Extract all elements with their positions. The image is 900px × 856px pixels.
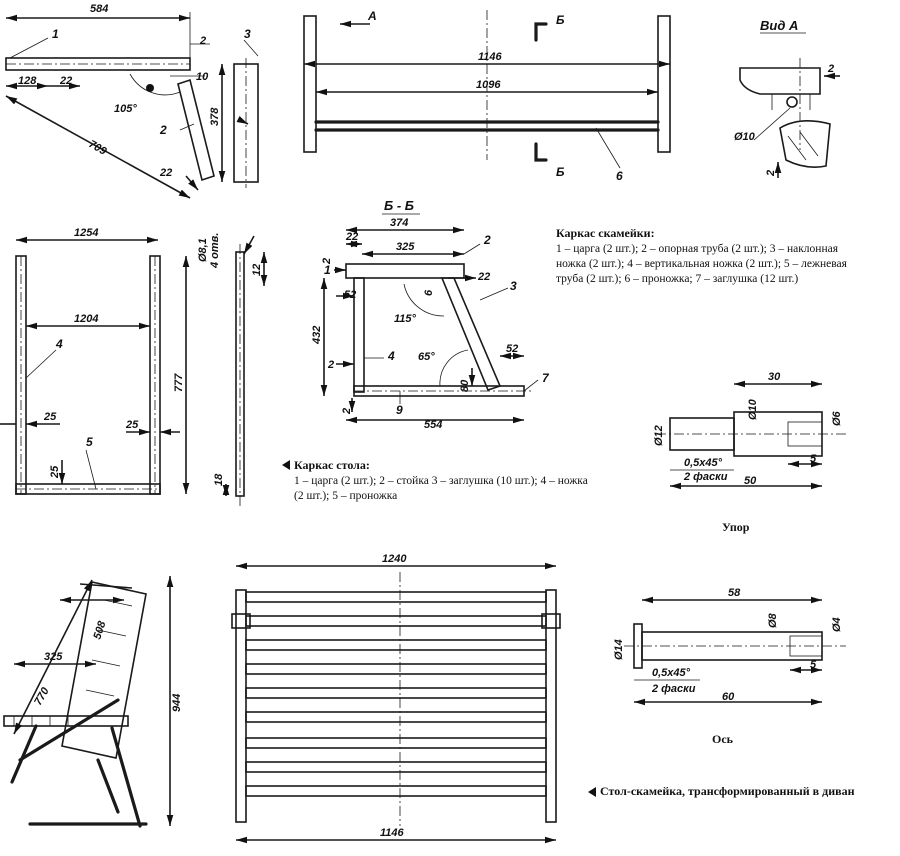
dim-chamfer-stop: 0,5x45° [684, 457, 723, 469]
dim-80: 80 [459, 379, 471, 392]
dim-554: 554 [424, 419, 442, 431]
dim-374: 374 [390, 217, 408, 229]
dim-22a: 22 [59, 75, 72, 87]
bench-caption-title: Каркас скамейки: [556, 226, 655, 240]
side-profile-view: 584 1 2 128 22 10 2 105° 709 22 378 3 [5, 3, 259, 199]
dim-115deg: 115° [394, 313, 417, 325]
dim-2-view-a: 2 [827, 63, 834, 75]
dim-128: 128 [18, 75, 37, 87]
view-a-title: Вид А [760, 18, 798, 33]
dim-1096: 1096 [476, 79, 501, 91]
section-bb-title: Б - Б [384, 198, 414, 213]
dim-105deg: 105° [114, 103, 137, 115]
dim-1204: 1204 [74, 313, 98, 325]
dim-d4: Ø4 [831, 617, 843, 632]
dim-18: 18 [213, 473, 225, 486]
dim-2a: 2 [199, 35, 206, 47]
stop-pin-detail: 30 Ø10 Ø6 Ø12 5 0,5x45° 2 фаски 50 [653, 371, 846, 490]
dim-30: 30 [768, 371, 781, 383]
dim-d12: Ø12 [653, 425, 665, 446]
dim-2-bb-a: 2 [327, 359, 334, 371]
dim-777: 777 [173, 373, 185, 392]
dim-5-stop: 5 [810, 453, 817, 465]
dim-52-bb-b: 52 [506, 343, 518, 355]
section-mark-b-top: Б [556, 13, 565, 27]
part-label-7: 7 [542, 371, 550, 385]
dim-432: 432 [311, 326, 323, 345]
dim-d8-1: Ø8,1 [197, 238, 209, 262]
part-label-1: 1 [52, 27, 59, 41]
dim-2-bb-c: 2 [321, 258, 333, 265]
dim-1146-bottom: 1146 [380, 827, 405, 839]
part-label-2-bb: 2 [483, 233, 491, 247]
part-label-1-bb: 1 [324, 263, 331, 277]
view-a-detail: Вид А 2 Ø10 2 [734, 18, 840, 178]
part-label-4: 4 [55, 337, 63, 351]
part-label-5: 5 [86, 435, 93, 449]
dim-22b: 22 [159, 167, 172, 179]
dim-d8: Ø8 [767, 612, 779, 628]
dim-22-bb-b: 22 [477, 271, 490, 283]
part-label-2: 2 [159, 123, 167, 137]
dim-1240: 1240 [382, 553, 407, 565]
part-label-4-bb: 4 [387, 349, 395, 363]
dim-6-bb: 6 [423, 289, 435, 296]
dim-2-bb-b: 2 [341, 408, 353, 415]
axle-label: Ось [712, 732, 734, 746]
section-mark-a: А [367, 9, 377, 23]
sofa-side-view: 508 325 770 944 [3, 576, 183, 828]
dim-22-bb-a: 22 [345, 231, 358, 243]
sofa-caption: Стол-скамейка, трансформированный в дива… [600, 784, 855, 798]
dim-25-c: 25 [49, 465, 61, 479]
part-label-3-bb: 3 [510, 279, 517, 293]
dim-584: 584 [90, 3, 108, 15]
section-bb-view: Б - Б 374 22 325 2 1 22 6 3 432 52 115° … [311, 198, 550, 431]
dim-709: 709 [87, 138, 110, 158]
dim-944: 944 [171, 694, 183, 712]
dim-50: 50 [744, 475, 757, 487]
dim-chamfer-axle: 0,5x45° [652, 667, 691, 679]
dim-d10-view-a: Ø10 [734, 131, 756, 143]
front-top-view: 1146 1096 А Б Б 6 [303, 9, 671, 183]
sofa-caption-pointer-icon [588, 787, 596, 797]
table-caption-text: 1 – царга (2 шт.); 2 – стойка 3 – заглуш… [294, 475, 588, 502]
dim-25-a: 25 [43, 411, 57, 423]
table-frame-view: 1254 1204 4 5 25 25 25 777 Ø8,1 4 отв. 1… [0, 227, 268, 506]
table-caption-title: Каркас стола: [294, 458, 370, 472]
dim-60: 60 [722, 691, 735, 703]
dim-d10-stop: Ø10 [747, 398, 759, 420]
dim-508: 508 [91, 619, 108, 641]
dim-1146-top: 1146 [478, 51, 503, 63]
dim-4-holes: 4 отв. [209, 233, 221, 269]
table-caption-pointer-icon [282, 460, 290, 470]
dim-d14: Ø14 [613, 639, 625, 660]
sofa-front-view: 1240 1146 [231, 553, 561, 844]
dim-d6: Ø6 [831, 410, 843, 426]
part-label-6: 6 [616, 169, 623, 183]
stop-pin-label: Упор [722, 520, 750, 534]
dim-65deg: 65° [418, 351, 435, 363]
dim-378: 378 [209, 107, 221, 126]
dim-5-axle: 5 [810, 659, 817, 671]
dim-2-chamfers-stop: 2 фаски [683, 471, 728, 483]
axle-detail: 58 Ø8 Ø4 Ø14 5 0,5x45° 2 фаски 60 [613, 587, 846, 706]
dim-12: 12 [251, 264, 263, 276]
dim-25-b: 25 [125, 419, 139, 431]
dim-770: 770 [32, 685, 52, 708]
dim-10: 10 [196, 71, 209, 83]
dim-2-view-a-b: 2 [765, 170, 777, 177]
dim-325-bb: 325 [396, 241, 415, 253]
section-mark-b-bottom: Б [556, 165, 565, 179]
dim-58: 58 [728, 587, 741, 599]
dim-52-bb-a: 52 [344, 289, 356, 301]
part-label-3: 3 [244, 27, 251, 41]
dim-2-chamfers-axle: 2 фаски [651, 683, 696, 695]
part-label-9: 9 [396, 403, 403, 417]
bench-caption-text: 1 – царга (2 шт.); 2 – опорная труба (2 … [556, 243, 847, 285]
dim-1254: 1254 [74, 227, 98, 239]
